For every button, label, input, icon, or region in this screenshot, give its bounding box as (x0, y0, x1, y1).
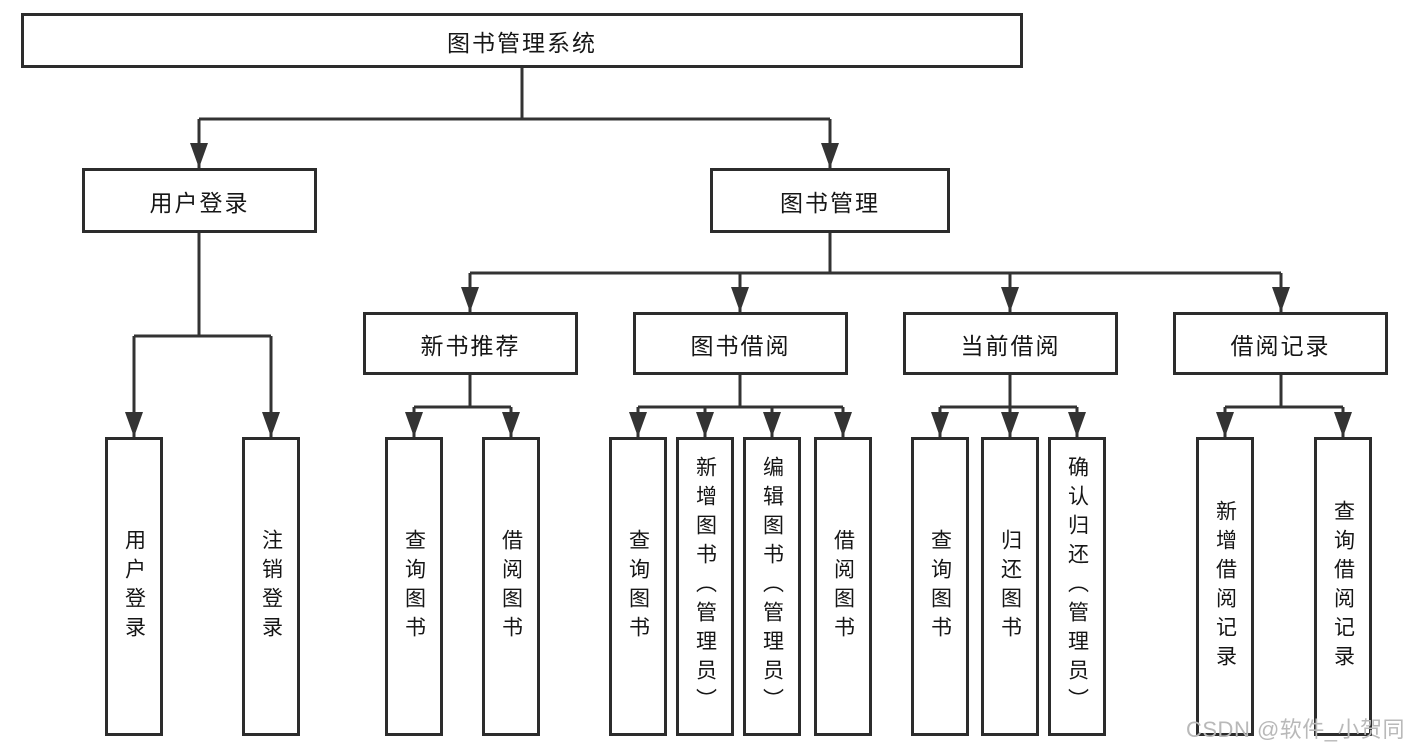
node-leaf-borrow-books-recommend: 借阅图书 (482, 437, 540, 736)
node-borrowing-records: 借阅记录 (1173, 312, 1388, 375)
node-leaf-borrow-books-borrowing: 借阅图书 (814, 437, 872, 736)
node-leaf-query-borrow-record: 查询借阅记录 (1314, 437, 1372, 736)
node-label: 新增借阅记录 (1213, 499, 1237, 674)
node-leaf-return-books: 归还图书 (981, 437, 1039, 736)
node-label: 借阅图书 (499, 528, 523, 645)
node-leaf-add-borrow-record: 新增借阅记录 (1196, 437, 1254, 736)
node-label: 用户登录 (149, 189, 250, 216)
node-label: 新书推荐 (420, 332, 521, 359)
node-label: 图书借阅 (690, 332, 791, 359)
node-label: 用户登录 (122, 528, 146, 645)
node-label: 图书管理 (780, 189, 880, 216)
node-leaf-query-books-recommend: 查询图书 (385, 437, 443, 736)
node-leaf-query-books-borrowing: 查询图书 (609, 437, 667, 736)
node-label: 注销登录 (259, 528, 283, 645)
node-label: 当前借阅 (960, 332, 1061, 359)
node-leaf-edit-books-admin: 编辑图书（管理员） (743, 437, 801, 736)
node-label: 确认归还（管理员） (1065, 456, 1089, 717)
node-label: 新增图书（管理员） (693, 456, 717, 717)
node-label: 查询图书 (402, 528, 426, 645)
node-book-management: 图书管理 (710, 168, 950, 233)
node-root-library-management-system: 图书管理系统 (21, 13, 1023, 68)
node-leaf-logout: 注销登录 (242, 437, 300, 736)
node-user-login: 用户登录 (82, 168, 317, 233)
node-label: 借阅记录 (1230, 332, 1331, 359)
node-current-borrowing: 当前借阅 (903, 312, 1118, 375)
node-label: 借阅图书 (831, 528, 855, 645)
csdn-watermark: CSDN @软件_小贺同学 (1186, 717, 1405, 742)
node-book-borrowing: 图书借阅 (633, 312, 848, 375)
node-leaf-query-books-current: 查询图书 (911, 437, 969, 736)
node-label: 归还图书 (998, 528, 1022, 645)
node-new-book-recommend: 新书推荐 (363, 312, 578, 375)
node-leaf-add-books-admin: 新增图书（管理员） (676, 437, 734, 736)
node-label: 查询借阅记录 (1331, 499, 1355, 674)
node-label: 编辑图书（管理员） (760, 456, 784, 717)
node-leaf-user-login: 用户登录 (105, 437, 163, 736)
node-label: 图书管理系统 (447, 29, 597, 56)
node-leaf-confirm-return-admin: 确认归还（管理员） (1048, 437, 1106, 736)
node-label: 查询图书 (626, 528, 650, 645)
node-label: 查询图书 (928, 528, 952, 645)
